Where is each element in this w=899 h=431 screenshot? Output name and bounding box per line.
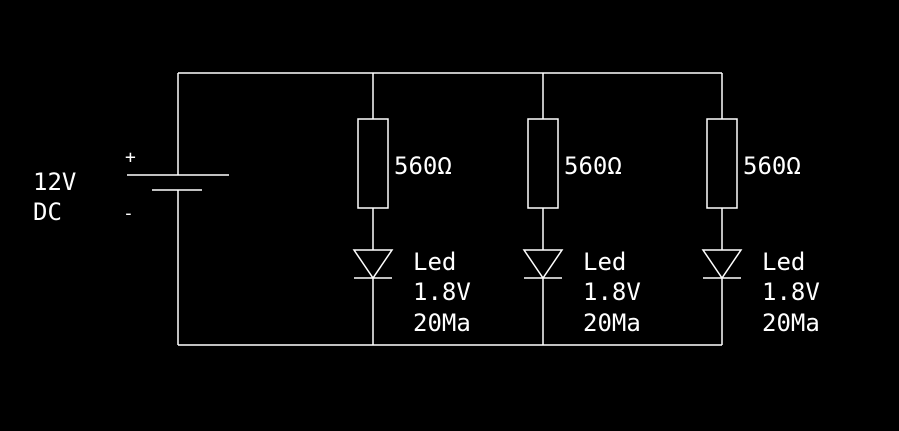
source-voltage-label: 12V — [33, 168, 76, 196]
led-voltage-label: 1.8V — [762, 278, 820, 306]
battery-symbol — [127, 174, 229, 191]
source-type-label: DC — [33, 198, 62, 226]
resistor — [706, 118, 738, 209]
led-current-label: 20Ma — [762, 309, 820, 337]
resistor — [527, 118, 559, 209]
led-diode-triangle — [352, 249, 394, 280]
led-name-label: Led — [583, 248, 626, 276]
resistor — [357, 118, 389, 209]
plus-sign: + — [125, 147, 136, 168]
branches: 560ΩLed1.8V20Ma560ΩLed1.8V20Ma560ΩLed1.8… — [352, 73, 820, 345]
minus-sign: - — [123, 203, 134, 224]
resistor-value-label: 560Ω — [394, 152, 452, 180]
resistor-value-label: 560Ω — [564, 152, 622, 180]
led-name-label: Led — [762, 248, 805, 276]
led-diode-triangle — [701, 249, 743, 280]
led-current-label: 20Ma — [413, 309, 471, 337]
led-voltage-label: 1.8V — [583, 278, 641, 306]
resistor-value-label: 560Ω — [743, 152, 801, 180]
main-wires — [177, 72, 722, 346]
led-diode-triangle — [522, 249, 564, 280]
led-voltage-label: 1.8V — [413, 278, 471, 306]
led-name-label: Led — [413, 248, 456, 276]
led-current-label: 20Ma — [583, 309, 641, 337]
